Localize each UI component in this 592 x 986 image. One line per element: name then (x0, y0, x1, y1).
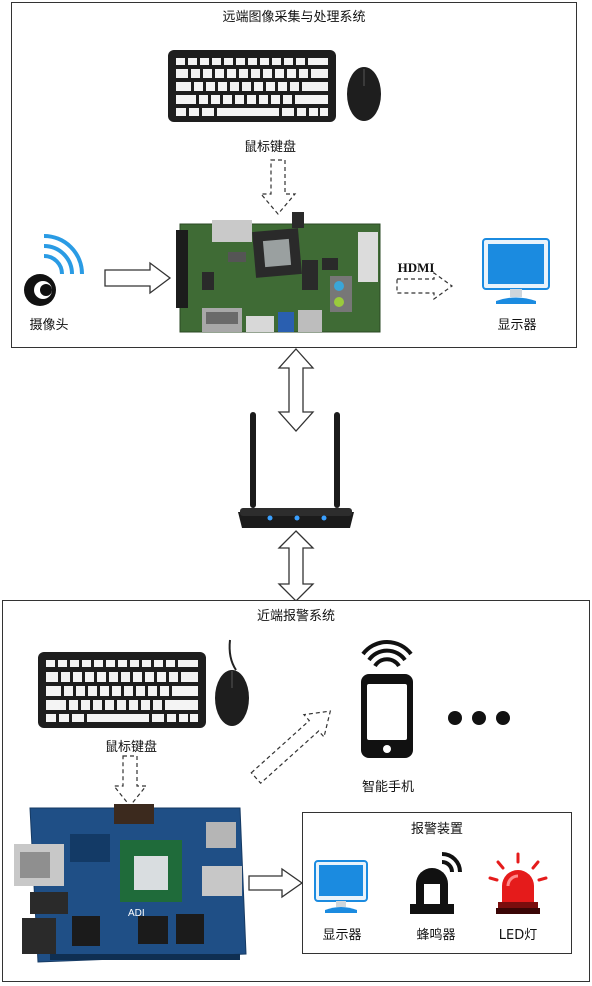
remote-system-title: 远端图像采集与处理系统 (222, 10, 366, 25)
camera-label: 摄像头 (29, 318, 69, 333)
alarm-device-title: 报警装置 (410, 822, 463, 837)
led-alarm-icon (488, 852, 548, 914)
input-arrow (259, 159, 297, 215)
input-arrow (112, 755, 148, 807)
smartphone-icon (361, 640, 413, 758)
board-to-alarm-arrow (248, 867, 304, 899)
hdmi-label: HDMI (397, 260, 435, 275)
remote-keyboard-mouse-label: 鼠标键盘 (243, 140, 296, 155)
ellipsis-icon (448, 711, 510, 725)
mouse-icon (215, 639, 249, 726)
dev-board-icon: ADI (14, 804, 247, 963)
local-system-title: 近端报警系统 (256, 609, 335, 624)
monitor-icon (482, 238, 550, 304)
camera-to-board-arrow (104, 261, 172, 295)
monitor-icon (314, 860, 368, 913)
board-to-phone-arrow (250, 710, 332, 785)
hdmi-arrow (396, 271, 454, 301)
phone-label: 智能手机 (361, 780, 414, 795)
camera-icon (24, 234, 84, 306)
mouse-icon (347, 67, 381, 121)
router-icon (238, 412, 354, 528)
alarm-monitor-label: 显示器 (322, 928, 362, 943)
led-label: LED灯 (498, 928, 538, 943)
remote-monitor-label: 显示器 (497, 318, 537, 333)
svg-text:ADI: ADI (128, 908, 145, 919)
dev-board-icon (176, 212, 381, 333)
keyboard-icon (168, 50, 336, 122)
buzzer-icon (410, 852, 462, 914)
router-local-link-arrow (277, 530, 315, 602)
keyboard-icon (38, 652, 206, 728)
remote-router-link-arrow (277, 348, 315, 432)
local-keyboard-mouse-label: 鼠标键盘 (104, 740, 157, 755)
buzzer-label: 蜂鸣器 (416, 928, 456, 943)
